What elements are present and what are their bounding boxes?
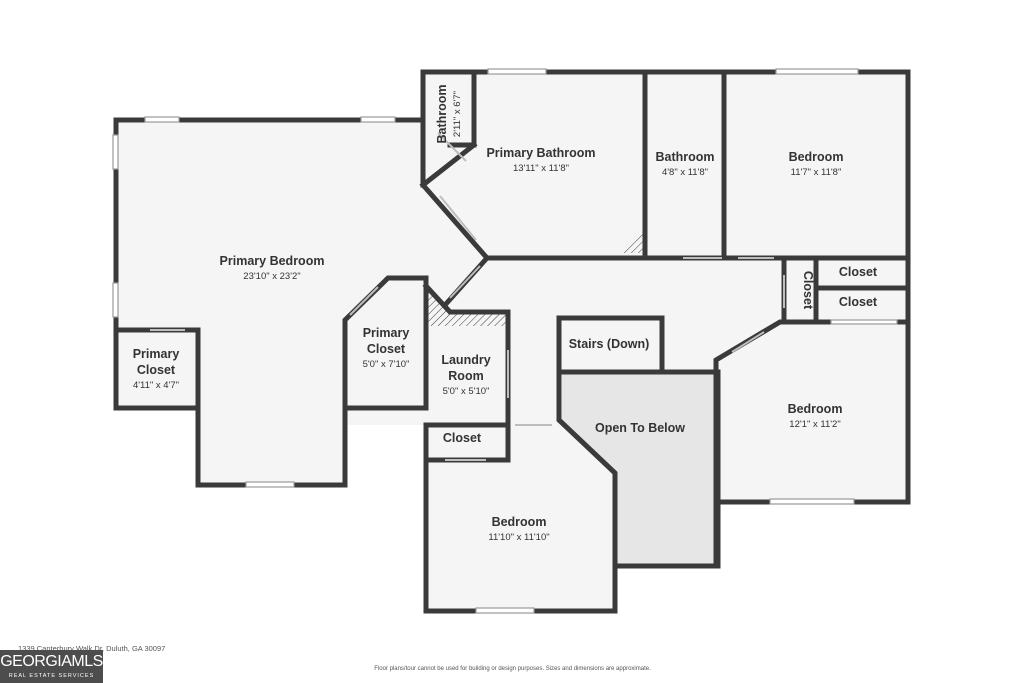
room-primary-bathroom: Primary Bathroom 13'11" x 11'8" <box>486 146 595 174</box>
room-dimensions: 11'10" x 11'10" <box>488 532 549 543</box>
room-name: Bedroom <box>492 515 547 529</box>
room-dimensions: 4'8" x 11'8" <box>662 167 708 178</box>
georgia-mls-logo: GEORGIAMLS REAL ESTATE SERVICES <box>0 650 103 683</box>
logo-sub-text: REAL ESTATE SERVICES <box>8 673 95 679</box>
room-bedroom-bottom-right: Bedroom 12'1" x 11'2" <box>788 402 843 430</box>
hatch-laundry-corner <box>426 286 508 326</box>
disclaimer-text: Floor plans/tour cannot be used for buil… <box>374 666 651 672</box>
room-dimensions: 5'0" x 5'10" <box>443 386 490 397</box>
room-dimensions: 5'0" x 7'10" <box>363 359 410 370</box>
room-closet-right-1: Closet <box>839 265 878 279</box>
room-primary-closet-left: Primary Closet 4'11" x 4'7" <box>133 347 180 391</box>
room-dimensions: 11'7" x 11'8" <box>791 167 842 178</box>
room-bedroom-top-right: Bedroom 11'7" x 11'8" <box>789 150 844 178</box>
open-to-below-area <box>562 372 714 566</box>
room-name-line1: Primary <box>363 326 410 340</box>
property-address: 1339 Canterbury Walk Dr, Duluth, GA 3009… <box>18 644 166 653</box>
room-stairs: Stairs (Down) <box>569 337 650 351</box>
room-laundry: Laundry Room 5'0" x 5'10" <box>441 353 490 397</box>
room-name: Closet <box>801 271 815 310</box>
door-openings <box>150 132 785 461</box>
room-name: Bedroom <box>788 402 843 416</box>
room-name: Primary Bathroom <box>486 146 595 160</box>
room-name: Bathroom <box>435 84 449 143</box>
room-name-line2: Closet <box>137 363 176 377</box>
room-open-to-below: Open To Below <box>595 421 685 435</box>
room-closet-vertical: Closet <box>801 271 815 310</box>
room-primary-closet-center: Primary Closet 5'0" x 7'10" <box>363 326 410 370</box>
room-dimensions: 2'11" x 6'7" <box>452 91 463 137</box>
walls <box>113 69 911 614</box>
room-dimensions: 4'11" x 4'7" <box>133 380 179 391</box>
room-dimensions: 13'11" x 11'8" <box>513 163 569 174</box>
windows <box>112 68 898 614</box>
room-name-line1: Laundry <box>441 353 490 367</box>
room-name: Bedroom <box>789 150 844 164</box>
room-bathroom: Bathroom 4'8" x 11'8" <box>655 150 714 178</box>
room-name-line2: Room <box>448 369 483 383</box>
room-name-line2: Closet <box>367 342 406 356</box>
floor-fill <box>116 72 908 611</box>
room-closet-right-2: Closet <box>839 295 878 309</box>
room-labels: Primary Bedroom 23'10" x 23'2" Primary C… <box>133 84 878 543</box>
room-dimensions: 23'10" x 23'2" <box>243 271 300 282</box>
room-name-line1: Primary <box>133 347 180 361</box>
room-name: Primary Bedroom <box>220 254 325 268</box>
hatch-bath-corner <box>620 228 645 253</box>
logo-main-text: GEORGIAMLS <box>0 653 103 670</box>
room-bedroom-bottom: Bedroom 11'10" x 11'10" <box>488 515 549 543</box>
room-primary-bedroom: Primary Bedroom 23'10" x 23'2" <box>220 254 325 282</box>
room-dimensions: 12'1" x 11'2" <box>789 419 840 430</box>
room-bathroom-small: Bathroom 2'11" x 6'7" <box>435 84 463 143</box>
room-closet-laundry: Closet <box>443 431 482 445</box>
room-name: Bathroom <box>655 150 714 164</box>
